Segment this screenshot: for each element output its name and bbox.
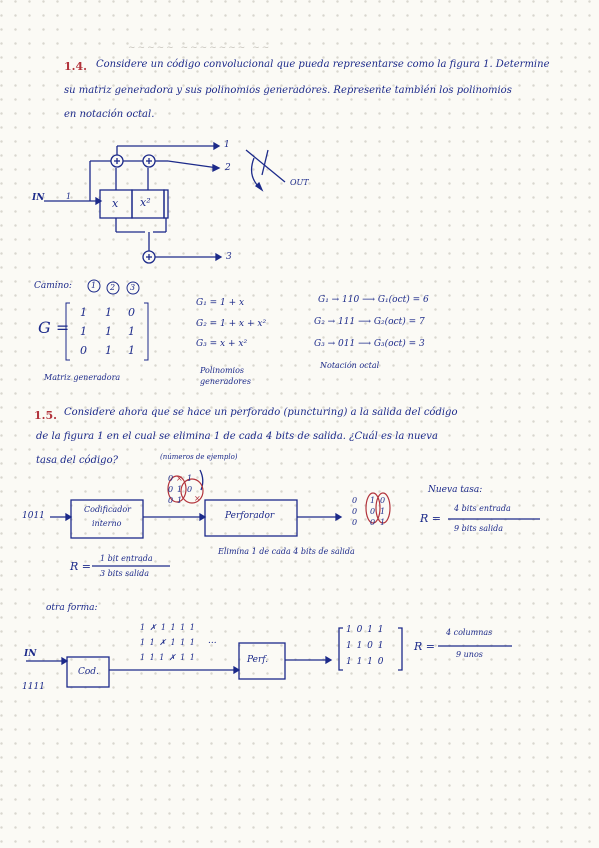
matrix-G-label: G = — [38, 318, 70, 337]
fig2-out-bit: 0 — [370, 507, 376, 516]
fig2-mid-bit: 0 — [168, 485, 174, 494]
matrix-cell: 0 — [80, 344, 87, 357]
poly-g3: G₃ = x + x² — [196, 339, 248, 349]
fig3-row1: 1 ✗ 1 1 1 1 — [140, 623, 196, 632]
fig2-out-bit: 1 — [370, 496, 376, 505]
octal-row2: G₂ → 111 ⟶ G₂(oct) = 7 — [314, 317, 425, 327]
fig2-rate-left-R: R = — [70, 560, 91, 573]
fig3-title: otra forma: — [46, 603, 98, 613]
matrix-cell: 1 — [128, 325, 135, 338]
fig2-rate-right-num: 4 bits entrada — [454, 504, 511, 513]
fig1-block-x: x — [112, 197, 119, 210]
circled-3: 3 — [130, 283, 136, 292]
fig3-perf: Perf. — [247, 655, 269, 665]
fig2-mid-bit: 0 — [187, 485, 193, 494]
fig2-rate-left-den: 3 bits salida — [100, 569, 150, 578]
fig1-out1-label: 1 — [224, 140, 230, 150]
matrix-cell: 0 — [128, 306, 135, 319]
fig3-in-bits: 1111 — [22, 682, 45, 692]
fig3-in-label: IN — [24, 649, 37, 659]
problem-1-4-line3: en notación octal. — [64, 109, 155, 120]
poly-caption-1: Polinomios — [200, 366, 245, 375]
fig2-out-bit: 0 — [352, 507, 358, 516]
fig3-rate-R: R = — [414, 640, 435, 653]
octal-caption: Notación octal — [320, 361, 380, 370]
fig3-rate-num: 4 columnas — [446, 628, 493, 637]
fig2-encoder-line2: interno — [92, 519, 122, 528]
fig2-mid-bit: 1 — [187, 474, 193, 483]
fig2-mid-bit: × — [194, 494, 201, 503]
fig2-out-bit: 0 — [352, 518, 358, 527]
fig3-rate-den: 9 unos — [456, 650, 483, 659]
fig3-matrix-row1: 1 0 1 1 — [346, 625, 385, 635]
caminos-label: Camino: — [34, 281, 72, 291]
fig3-row2: 1 1 ✗ 1 1 1 — [140, 638, 196, 647]
fig1-out2-label: 2 — [225, 163, 231, 173]
fig2-nueva-tasa: Nueva tasa: — [428, 485, 483, 495]
fig2-perforador: Perforador — [225, 511, 275, 521]
fig2-out-bit: 0 — [380, 496, 386, 505]
problem-1-4-line1: Considere un código convolucional que pu… — [96, 59, 550, 70]
matrix-cell: 1 — [105, 325, 112, 338]
matrix-caption: Matriz generadora — [44, 373, 121, 382]
poly-g2: G₂ = 1 + x + x² — [196, 319, 267, 329]
fig2-input-bits: 1011 — [22, 511, 45, 521]
fig3-row3: 1 1 1 ✗ 1 1 — [140, 653, 196, 662]
fig1-out-label: OUT — [290, 178, 309, 187]
octal-row1: G₁ → 110 ⟶ G₁(oct) = 6 — [318, 295, 429, 305]
fig2-mid-bit: 1 — [177, 496, 183, 505]
fig2-out-bit: 1 — [380, 507, 386, 516]
fig1-input-label: IN — [32, 193, 45, 203]
fig1-input-index: 1 — [66, 192, 72, 201]
fig2-out-bit: 0 — [370, 518, 376, 527]
fig2-eliminate-note: Elimina 1 de cada 4 bits de salida — [218, 547, 355, 556]
circled-1: 1 — [91, 281, 97, 290]
fig2-out-bit: 0 — [352, 496, 358, 505]
matrix-cell: 1 — [128, 344, 135, 357]
fig3-matrix-row3: 1 1 1 0 — [346, 657, 385, 667]
fig2-rate-right-den: 9 bits salida — [454, 524, 504, 533]
problem-1-4-number: 1.4. — [64, 60, 87, 73]
fig2-mid-bit: × — [176, 474, 183, 483]
fig2-mid-bit: 1 — [177, 485, 183, 494]
matrix-cell: 1 — [80, 325, 87, 338]
fig2-encoder-line1: Codificador — [84, 505, 131, 514]
fig3-dots: ... — [208, 636, 217, 646]
problem-1-5-line1: Considere ahora que se hace un perforado… — [64, 407, 458, 418]
fig2-mid-bit: 0 — [168, 496, 174, 505]
circled-2: 2 — [110, 283, 116, 292]
problem-1-4-line2: su matriz generadora y sus polinomios ge… — [64, 85, 512, 96]
octal-row3: G₃ → 011 ⟶ G₃(oct) = 3 — [314, 339, 425, 349]
poly-caption-2: generadores — [200, 377, 251, 386]
matrix-cell: 1 — [105, 344, 112, 357]
matrix-cell: 1 — [105, 306, 112, 319]
problem-1-5-line3: tasa del código? — [36, 455, 118, 466]
fig1-block-x2: x² — [140, 196, 151, 209]
fig2-rate-right-R: R = — [420, 512, 441, 525]
fig2-mid-bit: 0 — [168, 474, 174, 483]
fig1-out3-label: 3 — [226, 252, 232, 262]
faded-header-marks: ~~~~~ ~~~~~~~ ~~ — [128, 43, 272, 53]
fig2-example-note: (números de ejemplo) — [160, 453, 238, 461]
problem-1-5-line2: de la figura 1 en el cual se elimina 1 d… — [36, 431, 438, 442]
fig3-matrix-row2: 1 1 0 1 — [346, 641, 385, 651]
fig3-cod: Cod. — [78, 667, 99, 677]
fig2-rate-left-num: 1 bit entrada — [100, 554, 153, 563]
poly-g1: G₁ = 1 + x — [196, 298, 245, 308]
problem-1-5-number: 1.5. — [34, 409, 57, 422]
fig2-out-bit: 1 — [380, 518, 386, 527]
matrix-cell: 1 — [80, 306, 87, 319]
